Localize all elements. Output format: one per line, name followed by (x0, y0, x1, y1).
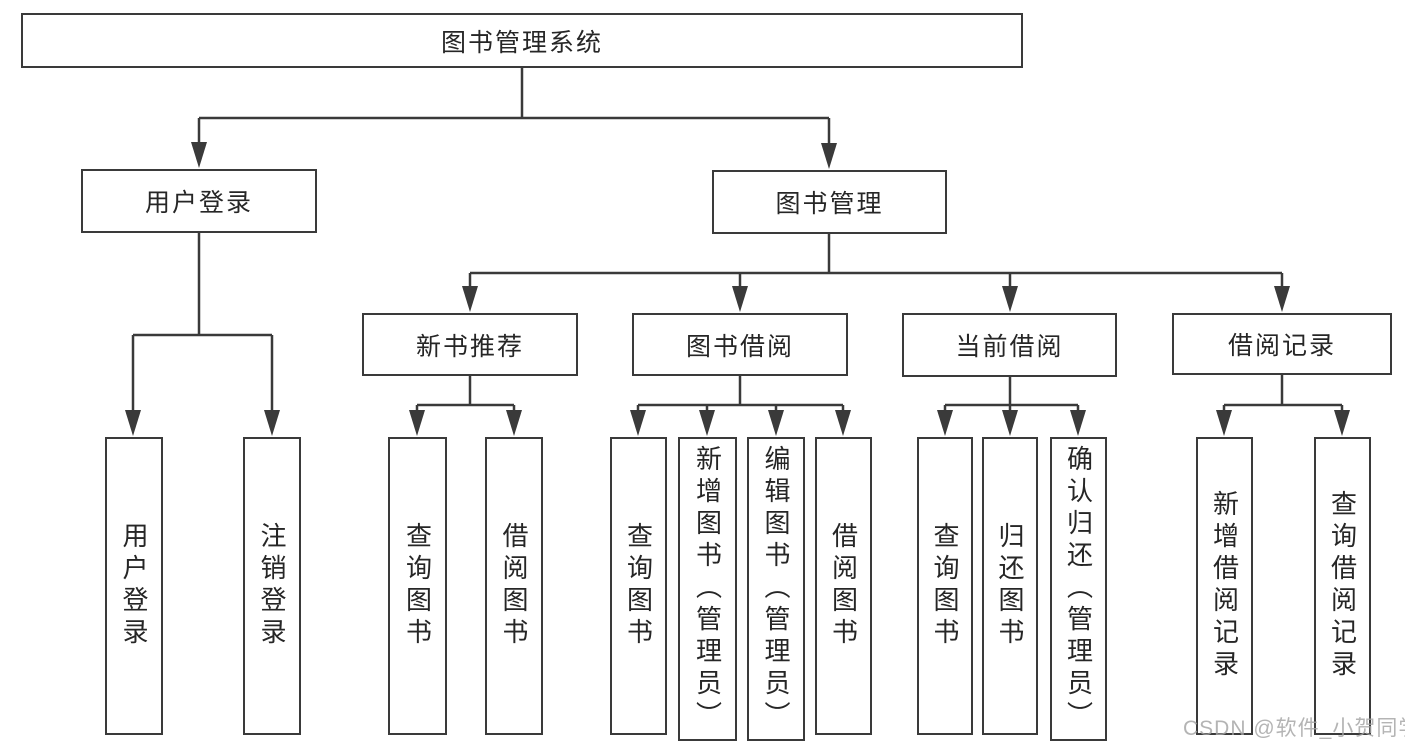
node-borrowing-records: 借阅记录 (1172, 313, 1392, 375)
leaf-add-books-admin: 新增图书（管理员） (678, 437, 737, 741)
leaf-borrow-books-recommendation: 借阅图书 (485, 437, 543, 735)
leaf-label: 确认归还（管理员） (1063, 445, 1094, 733)
leaf-label: 编辑图书（管理员） (761, 445, 791, 733)
leaf-label: 归还图书 (995, 522, 1025, 650)
node-new-book-recommendation: 新书推荐 (362, 313, 578, 376)
node-label: 借阅记录 (1227, 332, 1336, 360)
leaf-label: 借阅图书 (828, 522, 859, 650)
leaf-label: 查询借阅记录 (1327, 490, 1358, 682)
node-label: 用户登录 (144, 189, 253, 217)
leaf-label: 注销登录 (257, 522, 287, 650)
node-current-borrowing: 当前借阅 (902, 313, 1117, 377)
leaf-search-books-borrowing: 查询图书 (610, 437, 667, 735)
leaf-search-books-recommendation: 查询图书 (388, 437, 447, 735)
node-book-management: 图书管理 (712, 170, 947, 234)
arrowhead-icons (125, 142, 1350, 436)
leaf-search-books-current: 查询图书 (917, 437, 973, 735)
leaf-label: 查询图书 (930, 522, 960, 650)
node-label: 图书管理 (775, 190, 884, 218)
node-label: 新书推荐 (415, 332, 524, 361)
leaf-label: 借阅图书 (499, 522, 529, 650)
leaf-edit-books-admin: 编辑图书（管理员） (747, 437, 805, 741)
node-book-borrowing: 图书借阅 (632, 313, 848, 376)
leaf-borrow-books: 借阅图书 (815, 437, 872, 735)
leaf-search-borrow-record: 查询借阅记录 (1314, 437, 1371, 735)
node-user-login: 用户登录 (81, 169, 317, 233)
leaf-confirm-return-admin: 确认归还（管理员） (1050, 437, 1107, 741)
node-label: 图书借阅 (685, 332, 794, 361)
node-label: 当前借阅 (955, 333, 1064, 361)
leaf-label: 新增图书（管理员） (692, 445, 723, 733)
node-label: 图书管理系统 (440, 28, 603, 57)
leaf-user-login: 用户登录 (105, 437, 163, 735)
leaf-label: 新增借阅记录 (1209, 490, 1240, 682)
leaf-logout: 注销登录 (243, 437, 301, 735)
leaf-return-books: 归还图书 (982, 437, 1038, 735)
leaf-label: 查询图书 (402, 522, 433, 650)
watermark: CSDN @软件_小贺同学 (1183, 717, 1405, 740)
leaf-label: 用户登录 (119, 522, 149, 650)
leaf-add-borrow-record: 新增借阅记录 (1196, 437, 1253, 735)
leaf-label: 查询图书 (623, 522, 654, 650)
node-library-management-system: 图书管理系统 (21, 13, 1023, 68)
